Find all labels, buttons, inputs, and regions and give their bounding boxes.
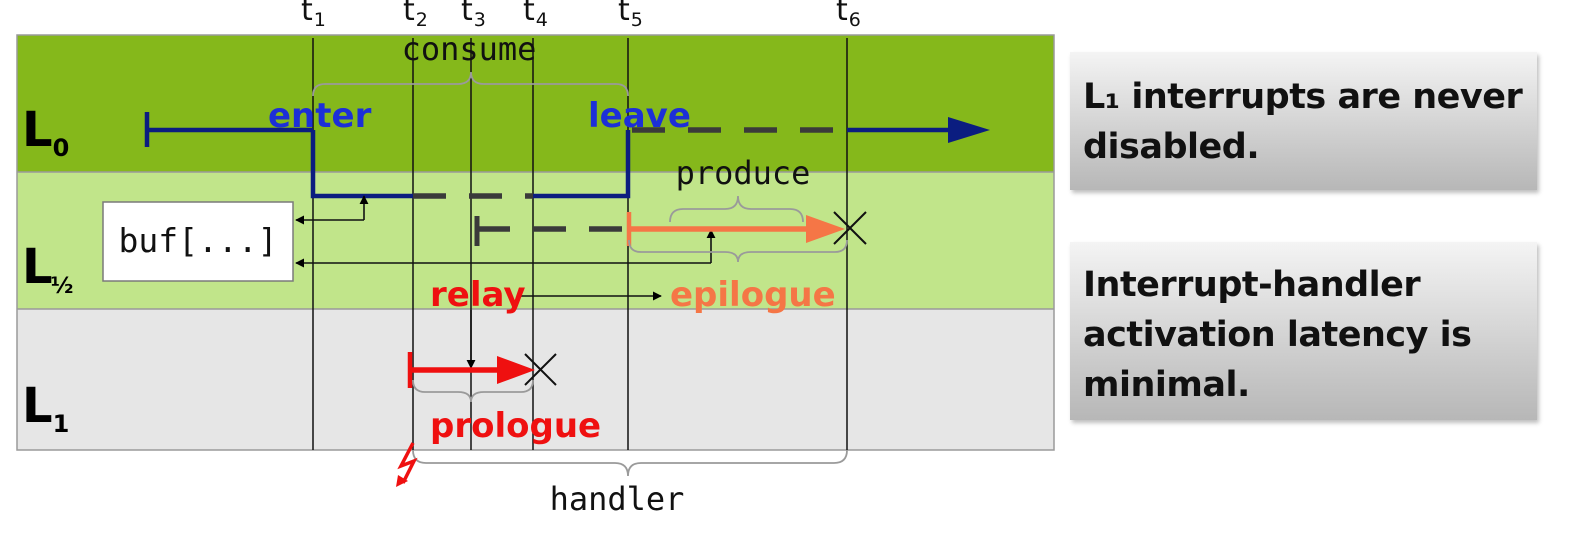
consume-label: consume — [402, 30, 537, 68]
epilogue-end-icon — [833, 211, 867, 245]
prologue-label: prologue — [430, 406, 601, 446]
diagram-frame — [16, 34, 1055, 451]
enter-label: enter — [268, 96, 372, 136]
epilogue-label: epilogue — [670, 275, 836, 315]
prologue-arrowhead — [497, 356, 535, 384]
time-label: t5 — [618, 0, 643, 31]
handler-brace — [412, 449, 848, 477]
level-label-half: L½ — [22, 239, 73, 299]
level-label-0: L0 — [22, 102, 69, 162]
note-box: L₁ interrupts are never disabled. — [1070, 52, 1537, 190]
thread-preempted-segment — [310, 130, 413, 199]
level-1-band — [17, 309, 1054, 450]
thread-resume-segment — [533, 130, 631, 199]
note-line: activation latency is — [1083, 315, 1472, 355]
interrupt-lightning-icon — [396, 442, 418, 487]
thread-arrowhead — [948, 117, 990, 143]
time-label: t4 — [523, 0, 548, 31]
time-label: t1 — [301, 0, 326, 31]
prologue-brace — [412, 379, 534, 403]
handler-label: handler — [550, 480, 685, 518]
buffer-box — [102, 201, 294, 282]
consume-brace — [312, 71, 629, 97]
note-line: minimal. — [1083, 365, 1250, 405]
prologue-end-icon — [524, 353, 557, 386]
note-line: L₁ interrupts are never — [1083, 77, 1523, 117]
buffer-label: buf[...] — [119, 221, 278, 260]
level-0-band — [17, 35, 1054, 172]
note-box: Interrupt-handler activation latency is … — [1070, 242, 1537, 420]
produce-brace — [669, 195, 804, 223]
epilogue-arrowhead — [806, 215, 845, 243]
relay-label: relay — [430, 275, 526, 315]
time-label: t3 — [461, 0, 486, 31]
level-label-1: L1 — [22, 378, 69, 438]
produce-label: produce — [676, 154, 811, 192]
note-line: Interrupt-handler — [1083, 265, 1421, 305]
time-label: t2 — [403, 0, 428, 31]
note-line: disabled. — [1083, 127, 1260, 167]
leave-label: leave — [588, 96, 691, 136]
time-label: t6 — [836, 0, 861, 31]
epilogue-brace — [628, 239, 848, 263]
